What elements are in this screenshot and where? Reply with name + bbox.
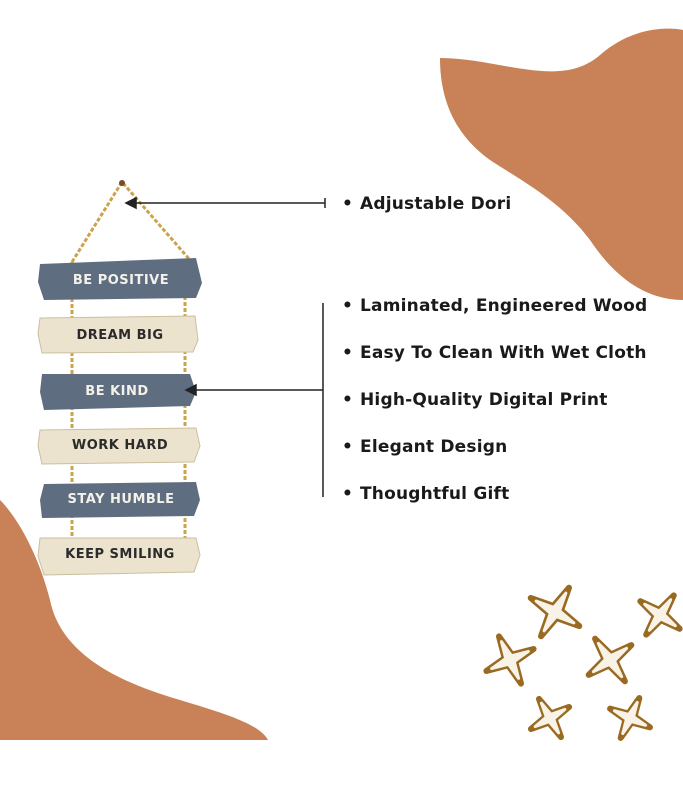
plank-2 (37, 315, 199, 354)
plank-3 (40, 374, 196, 410)
plank-5 (40, 482, 200, 518)
bullet-icon: • (342, 194, 354, 214)
planks-group (37, 258, 202, 576)
star-icon (527, 695, 573, 741)
plank-label-3: BE KIND (85, 384, 149, 399)
bullet-icon: • (342, 390, 354, 410)
feature-item: •Thoughtful Gift (342, 484, 510, 504)
star-icon (607, 695, 653, 741)
plank-6 (37, 537, 201, 576)
top-right-blob (440, 28, 683, 301)
plank-label-2: DREAM BIG (76, 328, 164, 343)
plank-label-6: KEEP SMILING (65, 547, 175, 562)
feature-item: •Easy To Clean With Wet Cloth (342, 343, 647, 363)
plank-4 (37, 427, 201, 465)
plank-1 (38, 258, 202, 300)
feature-item: •Elegant Design (342, 437, 508, 457)
plank-label-4: WORK HARD (71, 438, 169, 453)
feature-item: •High-Quality Digital Print (342, 390, 608, 410)
star-icon (527, 584, 583, 640)
bullet-icon: • (342, 343, 354, 363)
callout-lines (124, 196, 326, 497)
star-icon (585, 635, 635, 685)
feature-item: •Laminated, Engineered Wood (342, 296, 648, 316)
star-decorations (483, 584, 683, 741)
star-icon (637, 592, 683, 638)
plank-label-1: BE POSITIVE (72, 273, 170, 288)
star-icon (483, 633, 537, 687)
hook-knot-icon (119, 180, 125, 186)
bullet-icon: • (342, 296, 354, 316)
bullet-icon: • (342, 484, 354, 504)
plank-label-5: STAY HUMBLE (67, 492, 175, 507)
feature-adjustable-dori: •Adjustable Dori (342, 194, 512, 214)
bottom-left-blob (0, 500, 268, 740)
bullet-icon: • (342, 437, 354, 457)
